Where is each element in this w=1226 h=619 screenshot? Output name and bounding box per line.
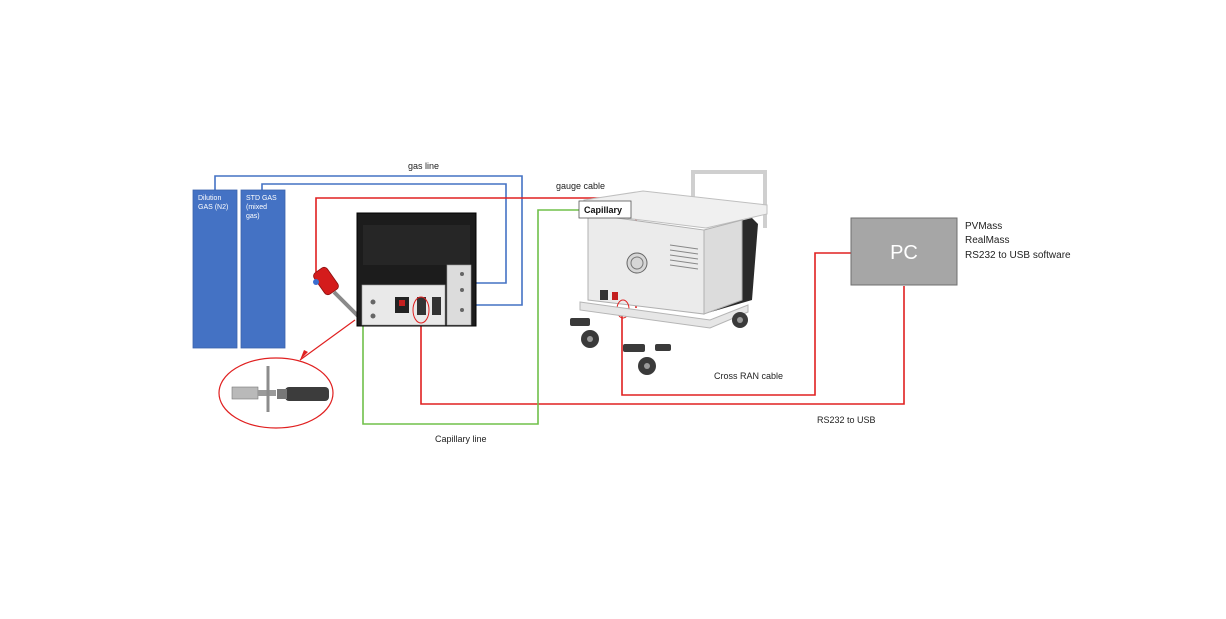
gauge-cable-label: gauge cable — [556, 181, 605, 191]
dilution-gas-cylinder: Dilution GAS (N2) — [192, 189, 238, 349]
std-label-line-3: gas) — [246, 213, 260, 220]
capillary-box-label: Capillary — [584, 205, 622, 215]
std-gas-cylinder: STD GAS (mixed gas) — [240, 189, 286, 349]
gas-line-outer — [214, 175, 523, 306]
std-label-line-1: STD GAS — [246, 195, 277, 202]
gas-lines — [214, 175, 523, 306]
capillary-label-box: Capillary — [578, 200, 632, 219]
pc-software-1: PVMass — [965, 221, 1002, 232]
pc-label: PC — [890, 242, 918, 264]
pump-trolley-unit — [570, 170, 768, 375]
gas-line-inner — [261, 183, 507, 284]
zoom-pointer-line — [299, 319, 356, 361]
fitting-zoom-inset — [218, 357, 334, 429]
gas-line-label: gas line — [408, 161, 439, 171]
cross-ran-cable-label: Cross RAN cable — [714, 371, 783, 381]
dilution-label-line-1: Dilution — [198, 195, 221, 202]
dilution-label-line-2: GAS (N2) — [198, 204, 228, 211]
pc-box: PC — [850, 217, 958, 286]
std-label-line-2: (mixed — [246, 204, 267, 211]
rs232-to-usb-label: RS232 to USB — [817, 415, 876, 425]
pc-software-2: RealMass — [965, 235, 1009, 246]
cross-ran-cable-line — [621, 252, 852, 396]
capillary-line-label: Capillary line — [435, 434, 487, 444]
zoom-pointer-arrowhead — [300, 350, 308, 360]
rs232-cable-line — [420, 286, 905, 405]
pc-software-3: RS232 to USB software — [965, 250, 1071, 261]
valve-fitting — [313, 266, 364, 322]
capillary-line — [362, 209, 585, 425]
analyzer-instrument — [356, 212, 477, 327]
